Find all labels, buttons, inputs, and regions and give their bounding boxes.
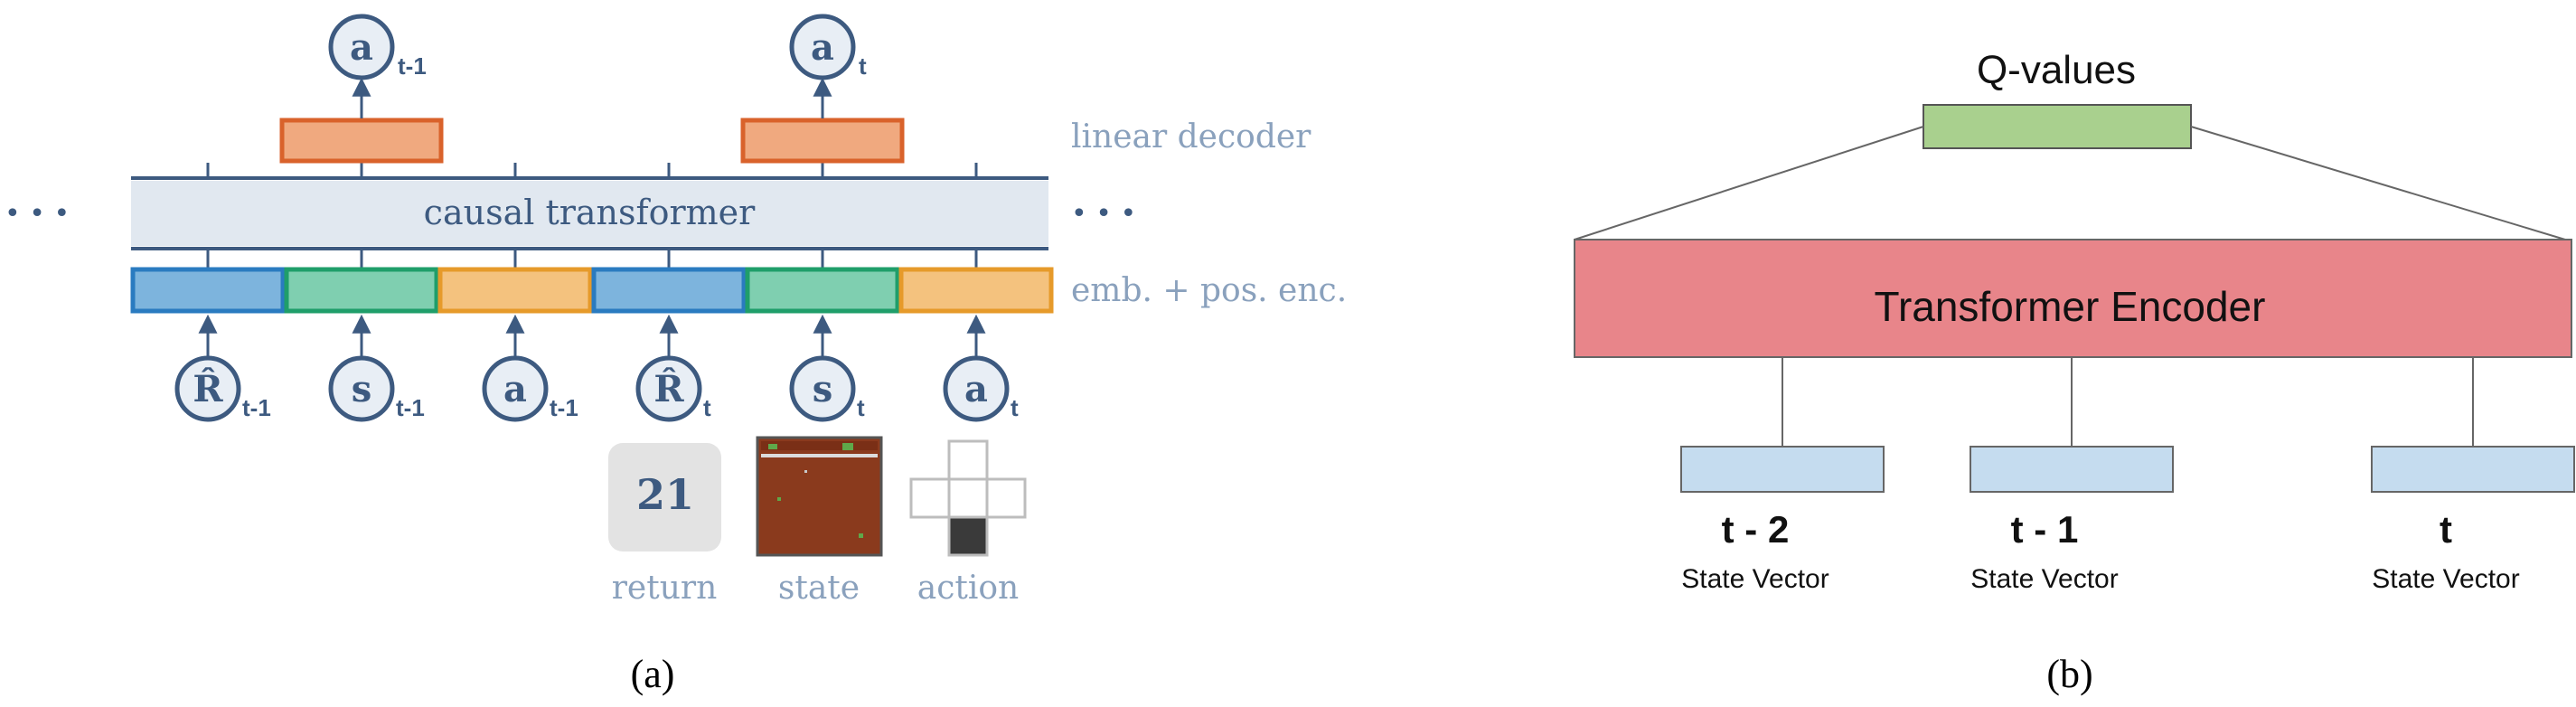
panel-b: Q-values Transformer Encoder t - 2 State … bbox=[1574, 48, 2575, 696]
action-example: action bbox=[909, 439, 1027, 607]
input-token-symbol: s bbox=[813, 368, 833, 410]
state-vector-time: t - 1 bbox=[2011, 508, 2079, 551]
input-token-symbol: a bbox=[503, 368, 527, 410]
input-token-circle bbox=[174, 355, 241, 422]
state-vector-time: t - 2 bbox=[1722, 508, 1790, 551]
q-values-head bbox=[1923, 104, 2192, 149]
return-example: 21 return bbox=[608, 443, 721, 607]
embedding-cell bbox=[130, 267, 286, 314]
state-vector-box bbox=[2371, 446, 2575, 493]
return-label: return bbox=[612, 570, 718, 607]
q-values-label: Q-values bbox=[1977, 48, 2136, 92]
state-label: state bbox=[778, 570, 860, 607]
action-grid-icon bbox=[909, 439, 1027, 557]
return-value: 21 bbox=[636, 470, 694, 519]
caption-b: (b) bbox=[2046, 652, 2092, 696]
embedding-cell bbox=[745, 267, 900, 314]
input-token-symbol: s bbox=[352, 368, 372, 410]
embedding-label: emb. + pos. enc. bbox=[1071, 272, 1347, 309]
state-vector-label: State Vector bbox=[1970, 564, 2118, 594]
input-token-subscript: t-1 bbox=[550, 394, 578, 421]
right-ellipsis: • • • bbox=[1071, 198, 1136, 230]
state-vector-label: State Vector bbox=[2372, 564, 2519, 594]
input-token-circle bbox=[328, 355, 395, 422]
embedding-row bbox=[130, 249, 1054, 314]
input-token-circle bbox=[943, 355, 1010, 422]
top-ticks bbox=[206, 163, 978, 178]
input-token-symbol: R̂ bbox=[193, 368, 223, 410]
state-vector-time: t bbox=[2440, 508, 2452, 551]
output-token-subscript: t bbox=[859, 52, 867, 80]
causal-transformer-block: causal transformer bbox=[131, 176, 1048, 250]
input-token-subscript: t bbox=[703, 394, 711, 421]
transformer-encoder-block bbox=[1574, 239, 2572, 358]
input-token-circle bbox=[789, 355, 856, 422]
output-token-symbol: a bbox=[811, 26, 834, 69]
state-vector-inputs: t - 2 State Vector t - 1 State Vector tState… bbox=[1680, 357, 2575, 594]
input-token-subscript: t-1 bbox=[396, 394, 425, 421]
embedding-cell bbox=[898, 267, 1054, 314]
action-label: action bbox=[917, 570, 1019, 607]
linear-decoder-box bbox=[279, 118, 444, 164]
state-vector-box bbox=[1680, 446, 1885, 493]
input-token-symbol: a bbox=[964, 368, 988, 410]
input-token-symbol: R̂ bbox=[653, 368, 684, 410]
caption-a: (a) bbox=[631, 652, 675, 696]
input-token-circle bbox=[482, 355, 549, 422]
state-vector-label: State Vector bbox=[1681, 564, 1829, 594]
state-vector-box bbox=[1970, 446, 2174, 493]
transformer-encoder-label: Transformer Encoder bbox=[1875, 283, 2266, 330]
output-token-symbol: a bbox=[350, 26, 373, 69]
causal-transformer-label: causal transformer bbox=[424, 193, 756, 232]
input-token-subscript: t bbox=[1011, 394, 1019, 421]
linear-decoder-box bbox=[740, 118, 905, 164]
output-token-circle bbox=[789, 14, 856, 80]
input-token-subscript: t-1 bbox=[242, 394, 271, 421]
left-ellipsis: • • • bbox=[5, 198, 70, 230]
input-token-subscript: t bbox=[857, 394, 865, 421]
output-token-circle bbox=[328, 14, 395, 80]
input-token-circle bbox=[635, 355, 702, 422]
linear-decoder-label: linear decoder bbox=[1071, 118, 1312, 156]
embedding-cell bbox=[591, 267, 747, 314]
embedding-cell bbox=[437, 267, 593, 314]
output-token-subscript: t-1 bbox=[398, 52, 427, 80]
embedding-cell bbox=[284, 267, 439, 314]
state-example: state bbox=[756, 436, 883, 607]
